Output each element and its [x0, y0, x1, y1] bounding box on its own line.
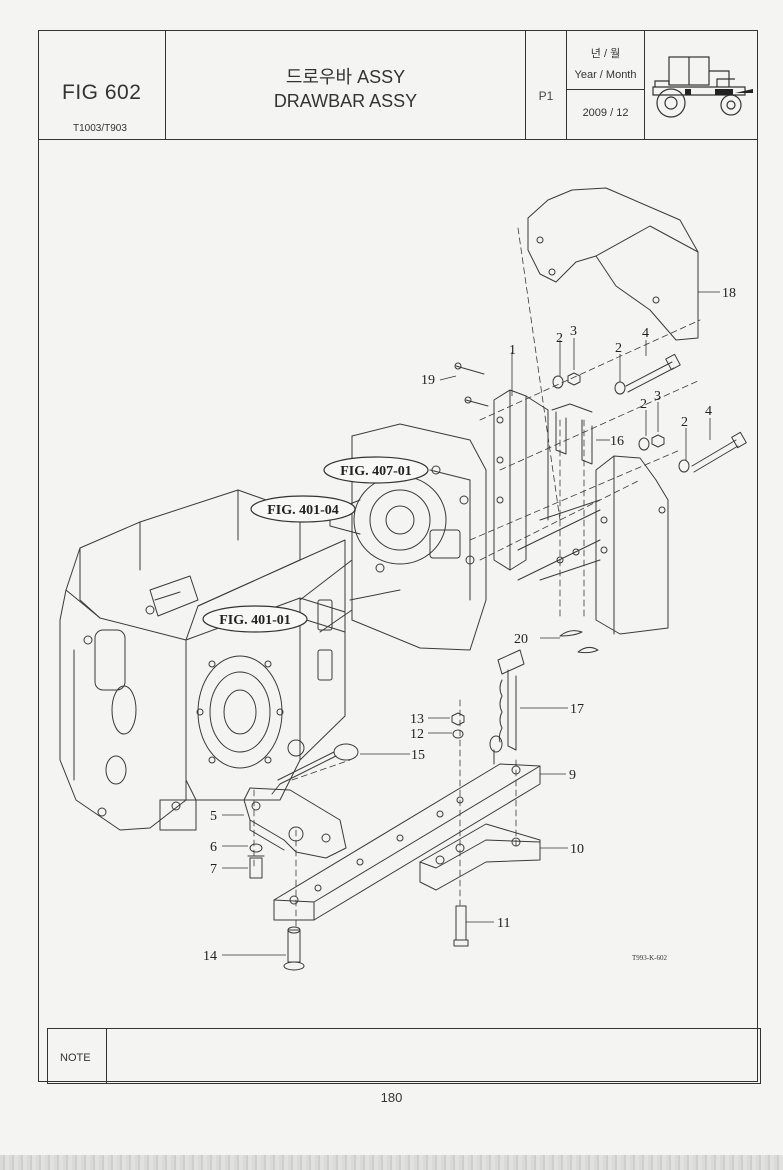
- part-14-pin: [283, 926, 305, 971]
- callout-2c: 2: [640, 397, 647, 412]
- part-16-pins: [551, 403, 593, 465]
- callout-3a: 3: [570, 324, 577, 339]
- callout-16: 16: [610, 434, 624, 449]
- washers-and-nuts: [552, 372, 690, 473]
- fig-ref-401-04: FIG. 401-04: [267, 503, 339, 518]
- year-month-korean: 년 / 월: [590, 48, 621, 60]
- callout-14: 14: [203, 949, 217, 964]
- callout-7: 7: [210, 862, 217, 877]
- part-1-bracket: [493, 389, 601, 581]
- callout-9: 9: [569, 768, 576, 783]
- part-15-linch-pin: [271, 743, 359, 795]
- callout-4b: 4: [705, 404, 712, 419]
- fig-code-cell: FIG 602 T1003/T903: [40, 31, 166, 139]
- part-5-hitch-bracket: [243, 787, 347, 859]
- date-cell: 년 / 월 Year / Month 2009 / 12: [567, 31, 645, 139]
- rear-axle-housing: [159, 539, 346, 831]
- callout-4a: 4: [642, 326, 649, 341]
- tractor-thumbnail-cell: [645, 31, 757, 139]
- callout-12: 12: [410, 727, 424, 742]
- note-box: NOTE: [47, 1028, 761, 1084]
- callout-numbers: 1 2 3 4 2 2 3 2 4 18 19 16 20 17 13 12 1…: [203, 286, 736, 964]
- page-label-cell: P1: [526, 31, 567, 139]
- part-13-12-nut-washer: [451, 712, 465, 739]
- callout-17: 17: [570, 702, 584, 717]
- fig-ref-407-01: FIG. 407-01: [340, 464, 412, 479]
- model-code: T1003/T903: [73, 123, 127, 134]
- year-month-label: Year / Month: [574, 69, 637, 81]
- side-plate: [595, 455, 669, 635]
- callout-2d: 2: [681, 415, 688, 430]
- drawbar-assembly-drawing: FIG. 407-01 FIG. 401-04 FIG. 401-01 1: [59, 187, 747, 971]
- drawing-code: T993-K-602: [632, 954, 667, 962]
- part-18-shield: [527, 187, 699, 341]
- callout-10: 10: [570, 842, 584, 857]
- fig-ref-401-01: FIG. 401-01: [219, 613, 291, 628]
- part-17-pin-chain: [489, 649, 525, 765]
- fig-code: FIG 602: [62, 81, 142, 104]
- callout-2a: 2: [556, 331, 563, 346]
- scan-edge-artifact: [0, 1155, 783, 1170]
- callout-13: 13: [410, 712, 424, 727]
- callout-11: 11: [497, 916, 510, 931]
- callout-15: 15: [411, 748, 425, 763]
- title-cell: 드로우바 ASSY DRAWBAR ASSY: [166, 31, 526, 139]
- part-10-offset-bracket: [419, 823, 541, 891]
- callout-2b: 2: [615, 341, 622, 356]
- part-11-bolt: [453, 905, 469, 947]
- header-block: FIG 602 T1003/T903 드로우바 ASSY DRAWBAR ASS…: [40, 31, 757, 139]
- callout-3b: 3: [654, 389, 661, 404]
- assembly-guide-lines: [253, 227, 701, 931]
- page-number: 180: [380, 1090, 403, 1105]
- callout-leader-lines: [222, 291, 720, 956]
- title-english: DRAWBAR ASSY: [273, 91, 418, 111]
- tractor-thumbnail-icon: [652, 56, 753, 118]
- note-label: NOTE: [60, 1052, 91, 1064]
- part-4-bolts: [625, 353, 747, 473]
- part-6-7-washer-bolt: [247, 843, 265, 879]
- callout-5: 5: [210, 809, 217, 824]
- callout-1: 1: [509, 343, 516, 358]
- callout-6: 6: [210, 840, 217, 855]
- date-value: 2009 / 12: [582, 107, 629, 119]
- exploded-parts-diagram: FIG. 407-01 FIG. 401-04 FIG. 401-01 1: [40, 141, 757, 1021]
- page-label: P1: [538, 89, 554, 103]
- part-19-bolts: [454, 362, 489, 407]
- callout-18: 18: [722, 286, 736, 301]
- part-20-clips: [559, 630, 599, 654]
- date-divider: [567, 89, 644, 90]
- callout-20: 20: [514, 632, 528, 647]
- title-korean: 드로우바 ASSY: [285, 67, 406, 87]
- part-9-drawbar: [273, 763, 541, 921]
- header-divider: [38, 139, 758, 140]
- note-separator: [106, 1029, 107, 1083]
- transmission-housing: [59, 489, 301, 831]
- callout-19: 19: [421, 373, 435, 388]
- page-frame: [38, 30, 758, 1082]
- fig-reference-labels: FIG. 407-01 FIG. 401-04 FIG. 401-01: [202, 456, 429, 633]
